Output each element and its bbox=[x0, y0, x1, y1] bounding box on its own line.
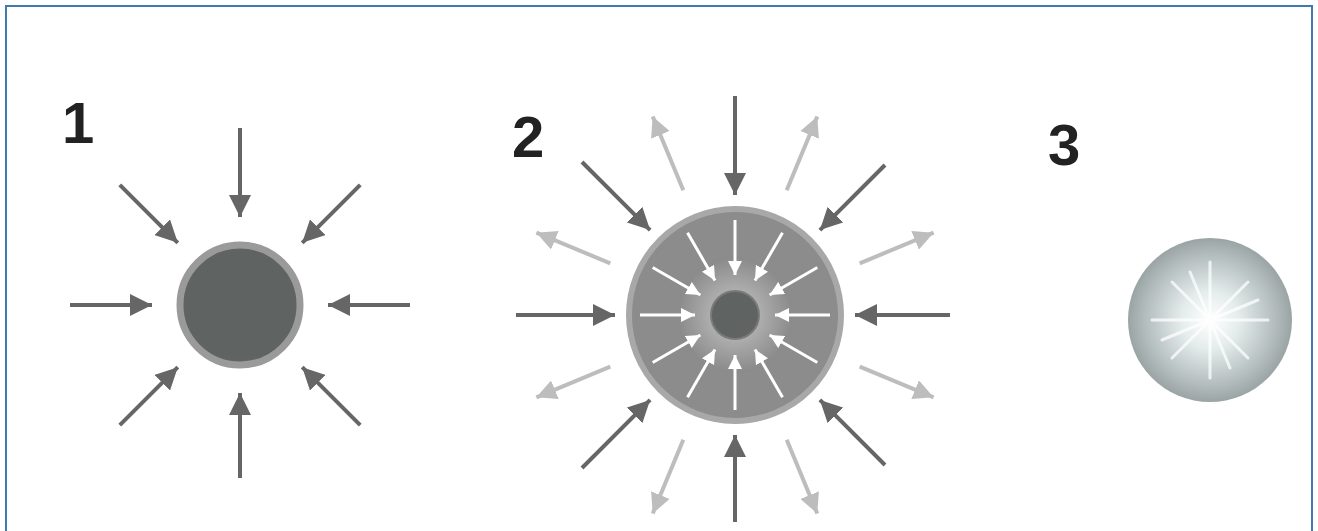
stage-one-figure bbox=[70, 128, 410, 478]
compressed-core bbox=[711, 291, 759, 339]
fuel-pellet bbox=[180, 245, 300, 365]
inward-arrows bbox=[70, 128, 410, 478]
ignition-burst bbox=[1128, 238, 1292, 402]
burst-rays bbox=[1152, 262, 1268, 378]
ablating-shell bbox=[629, 209, 841, 421]
implosion-arrows bbox=[640, 220, 830, 410]
panel-frame bbox=[6, 6, 1312, 531]
stage-two-figure bbox=[516, 96, 950, 522]
inward-arrows bbox=[516, 96, 950, 522]
callout-number: 3 bbox=[1048, 116, 1080, 174]
callout-number: 2 bbox=[512, 108, 544, 166]
stage-three-figure bbox=[1128, 238, 1292, 402]
callout-number: 1 bbox=[62, 94, 94, 152]
